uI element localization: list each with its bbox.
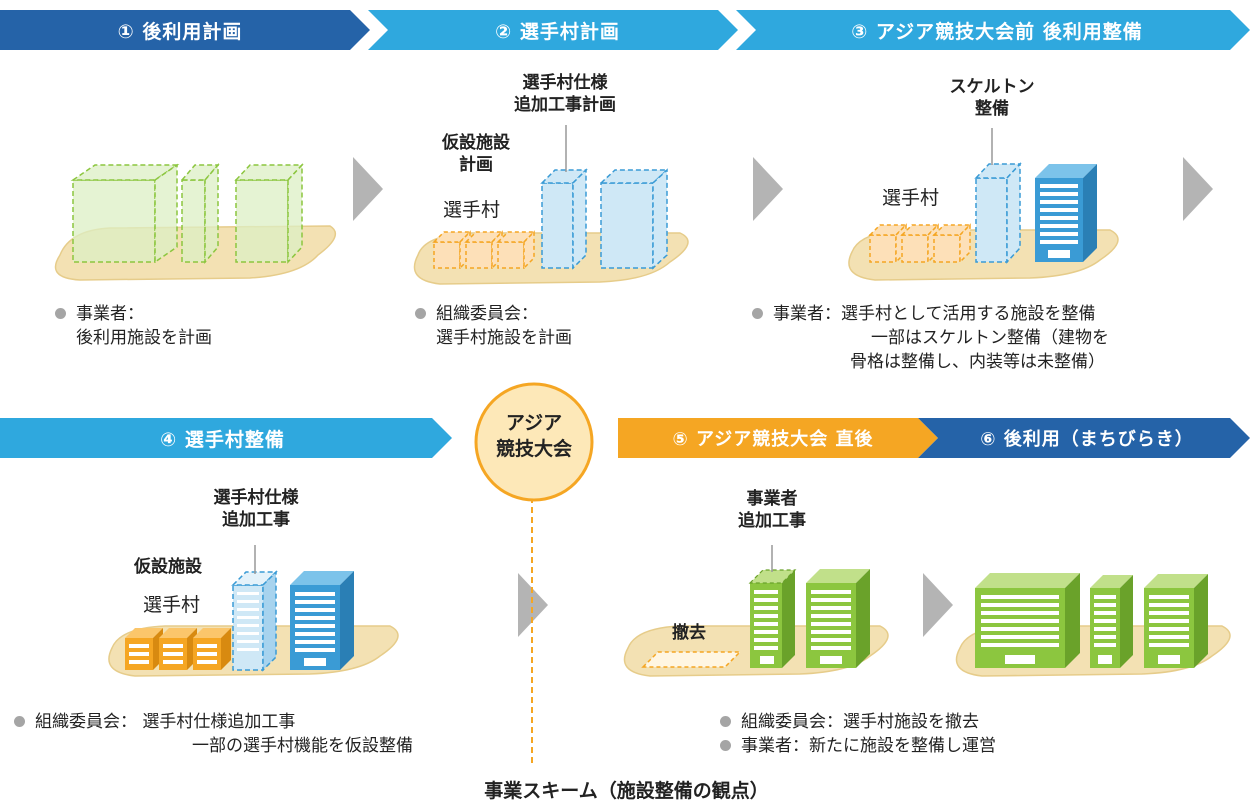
bullet-step4-line1: 組織委員会： 選手村仕様追加工事 — [35, 712, 296, 732]
bullet-step2-line2: 選手村施設を計画 — [436, 328, 572, 348]
flow-arrow-2-3 — [753, 157, 783, 221]
bullet-step3: 事業者：選手村として活用する施設を整備 一部はスケルトン整備（建物を 骨格は整備… — [752, 302, 1109, 374]
step1-title: ① 後利用計画 — [117, 20, 243, 43]
step5-arrow-shape — [618, 418, 938, 458]
panel3-skeleton-building — [975, 177, 1008, 263]
step3-arrow-shape — [736, 10, 1250, 50]
panel1-illustration — [54, 162, 337, 281]
panel3-temp-unit-2 — [901, 234, 929, 263]
panel5-operator-line1: 事業者 — [746, 489, 798, 509]
panel5-operator-line2: 追加工事 — [738, 511, 806, 531]
panel5-main-building — [806, 569, 870, 668]
panel4-illustration — [108, 545, 399, 677]
bullet-dot — [415, 308, 426, 319]
bullet-step5: 組織委員会：選手村施設を撤去 事業者：新たに施設を整備し運営 — [720, 710, 996, 758]
flow-arrow-1-2 — [353, 157, 383, 221]
panel3-skeleton-line2: 整備 — [975, 99, 1009, 119]
panel4-temp-units — [125, 628, 231, 670]
panel2-village-label: 選手村 — [443, 199, 501, 221]
flow-arrow-4-5 — [518, 573, 548, 637]
step5-title: ⑤ アジア競技大会 直後 — [672, 429, 874, 450]
panel1-building-2 — [181, 179, 206, 263]
panel2-temp-unit-2 — [465, 241, 493, 269]
step2-title: ② 選手村計画 — [495, 20, 620, 43]
bullet-step6-line1: 事業者：新たに施設を整備し運営 — [741, 736, 996, 756]
panel4-spec-line1: 選手村仕様 — [213, 488, 299, 508]
panel2-spec-line2: 追加工事計画 — [514, 95, 616, 115]
bullet-step4: 組織委員会： 選手村仕様追加工事 一部の選手村機能を仮設整備 — [14, 710, 413, 758]
panel5-added-building — [748, 569, 797, 668]
step2-arrow-shape — [368, 10, 738, 50]
bullet-dot — [752, 308, 763, 319]
panel2-temp-label: 仮設施設 計画 — [428, 132, 524, 176]
step6-title: ⑥ 後利用（まちびらき） — [980, 429, 1194, 450]
bullet-dot — [14, 716, 25, 727]
panel5-removed-area — [641, 651, 742, 668]
step1-arrow-shape — [0, 10, 370, 50]
panel2-main-building — [600, 182, 654, 269]
panel5-operator-label: 事業者 追加工事 — [722, 488, 822, 532]
panel6-illustration — [955, 573, 1231, 677]
panel3-skeleton-line1: スケルトン — [949, 77, 1035, 97]
bullet-step1: 事業者： 後利用施設を計画 — [55, 302, 212, 350]
panel5-remove-label: 撤去 — [672, 623, 706, 643]
panel2-temp-unit-1 — [433, 241, 461, 269]
panel2-temp-unit-3 — [497, 241, 525, 269]
panel4-village-label: 選手村 — [143, 594, 201, 616]
panel4-spec-line2: 追加工事 — [222, 510, 290, 530]
event-circle — [474, 382, 594, 502]
panel2-spec-label: 選手村仕様 追加工事計画 — [505, 72, 625, 116]
panel1-building-1 — [72, 179, 156, 263]
bullet-step1-line1: 事業者： — [76, 304, 144, 324]
panel5-illustration — [623, 545, 889, 677]
panel3-village-label: 選手村 — [882, 187, 940, 209]
bullet-step2: 組織委員会： 選手村施設を計画 — [415, 302, 572, 350]
bullet-step3-line2: 一部はスケルトン整備（建物を — [871, 328, 1109, 348]
panel3-skeleton-label: スケルトン 整備 — [940, 76, 1044, 120]
panel1-building-3 — [235, 179, 289, 263]
bullet-step4-line2: 一部の選手村機能を仮設整備 — [192, 736, 413, 756]
panel6-mid-building — [1090, 575, 1133, 668]
bullet-step3-line1: 事業者：選手村として活用する施設を整備 — [773, 304, 1096, 324]
panel4-main-building — [290, 571, 354, 670]
panel3-main-building — [1035, 164, 1097, 262]
panel3-temp-unit-1 — [869, 234, 897, 263]
panel2-temp-line1: 仮設施設 — [442, 133, 510, 153]
step3-title: ③ アジア競技大会前 後利用整備 — [851, 20, 1143, 43]
figure-caption: 事業スキーム（施設整備の観点） — [484, 780, 769, 802]
panel3-illustration — [848, 128, 1119, 281]
bullet-step3-line3: 骨格は整備し、内装等は未整備） — [850, 352, 1105, 372]
panel6-large-building — [975, 573, 1080, 668]
panel4-spec-building — [231, 570, 278, 672]
bullet-dot — [720, 740, 731, 751]
panel6-right-building — [1144, 574, 1208, 668]
panel4-spec-label: 選手村仕様 追加工事 — [196, 487, 316, 531]
panel2-spec-building — [541, 182, 574, 269]
step4-arrow-shape — [0, 418, 452, 458]
panel3-temp-unit-3 — [933, 234, 961, 263]
bullet-step5-line1: 組織委員会：選手村施設を撤去 — [741, 712, 979, 732]
flow-arrow-3-next — [1183, 157, 1213, 221]
bullet-dot — [55, 308, 66, 319]
panel2-spec-line1: 選手村仕様 — [522, 73, 608, 93]
flow-arrow-5-6 — [923, 573, 953, 637]
bullet-step2-line1: 組織委員会： — [436, 304, 538, 324]
bullet-step1-line2: 後利用施設を計画 — [76, 328, 212, 348]
event-circle-line1: アジア — [505, 412, 563, 434]
panel2-illustration — [413, 125, 689, 285]
event-circle-label: アジア 競技大会 — [476, 410, 592, 462]
bullet-dot — [720, 716, 731, 727]
panel4-temp-label: 仮設施設 — [134, 557, 202, 577]
step6-arrow-shape — [918, 418, 1250, 458]
event-circle-line2: 競技大会 — [495, 438, 572, 460]
step4-title: ④ 選手村整備 — [160, 428, 285, 451]
panel2-temp-line2: 計画 — [459, 155, 493, 175]
